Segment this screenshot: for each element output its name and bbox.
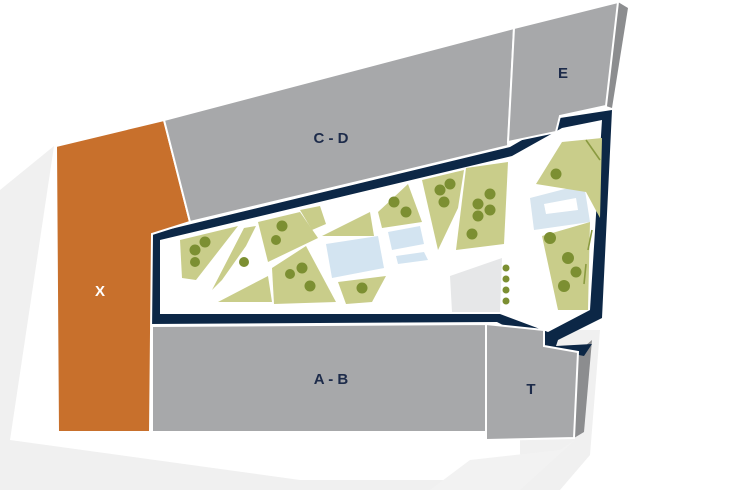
building-t-label: T bbox=[526, 381, 535, 398]
tree-icon bbox=[296, 262, 308, 274]
tree-icon bbox=[558, 280, 570, 292]
hedge-line bbox=[585, 139, 601, 161]
tree-icon bbox=[434, 184, 446, 196]
tree-icon bbox=[484, 204, 496, 216]
tree-icon bbox=[285, 269, 295, 279]
ground-shadow-right bbox=[430, 440, 575, 490]
tree-icon bbox=[570, 266, 582, 278]
tree-icon bbox=[502, 264, 510, 272]
garden-bed bbox=[218, 276, 272, 302]
tree-icon bbox=[239, 257, 249, 267]
tree-icon bbox=[502, 297, 510, 305]
tree-icon bbox=[466, 228, 478, 240]
garden-bed bbox=[272, 246, 336, 304]
building-e[interactable] bbox=[506, 0, 620, 144]
tree-icon bbox=[190, 257, 200, 267]
tree-icon bbox=[400, 206, 412, 218]
tree-icon bbox=[484, 188, 496, 200]
building-cd[interactable] bbox=[162, 26, 516, 224]
tree-icon bbox=[472, 210, 484, 222]
pond-right-inner bbox=[544, 198, 578, 214]
pond-small-1 bbox=[388, 226, 424, 250]
tree-icon bbox=[502, 275, 510, 283]
tree-icon bbox=[550, 168, 562, 180]
paved-area bbox=[450, 258, 502, 312]
tree-icon bbox=[199, 236, 211, 248]
trees bbox=[189, 168, 582, 305]
tree-icon bbox=[502, 286, 510, 294]
tree-icon bbox=[388, 196, 400, 208]
building-t[interactable] bbox=[485, 322, 580, 442]
tree-icon bbox=[438, 196, 450, 208]
building-e-side bbox=[606, 2, 628, 108]
tree-icon bbox=[544, 232, 556, 244]
building-ab-label: A - B bbox=[314, 371, 349, 388]
tree-icon bbox=[356, 282, 368, 294]
garden-bed bbox=[422, 170, 464, 250]
pond-small-2 bbox=[396, 252, 428, 264]
pond-large bbox=[326, 236, 384, 278]
building-cd-label: C - D bbox=[314, 130, 349, 147]
tree-icon bbox=[271, 235, 281, 245]
hedge-line bbox=[587, 229, 593, 251]
tree-icon bbox=[472, 198, 484, 210]
tree-icon bbox=[189, 244, 201, 256]
garden-bed bbox=[322, 212, 374, 236]
garden-bed bbox=[542, 222, 590, 310]
tree-icon bbox=[444, 178, 456, 190]
garden-bed bbox=[300, 206, 326, 230]
tree-icon bbox=[276, 220, 288, 232]
garden-bed bbox=[258, 212, 318, 262]
building-t-side bbox=[574, 340, 592, 438]
garden-bed bbox=[212, 226, 256, 290]
garden-bed bbox=[378, 184, 422, 228]
garden-bed bbox=[536, 138, 602, 218]
tree-icon bbox=[562, 252, 574, 264]
tree-icon bbox=[304, 280, 316, 292]
building-e-label: E bbox=[558, 65, 568, 82]
hedge-line bbox=[583, 263, 587, 285]
hedge-lines bbox=[583, 139, 601, 285]
building-x-label: X bbox=[95, 283, 105, 300]
